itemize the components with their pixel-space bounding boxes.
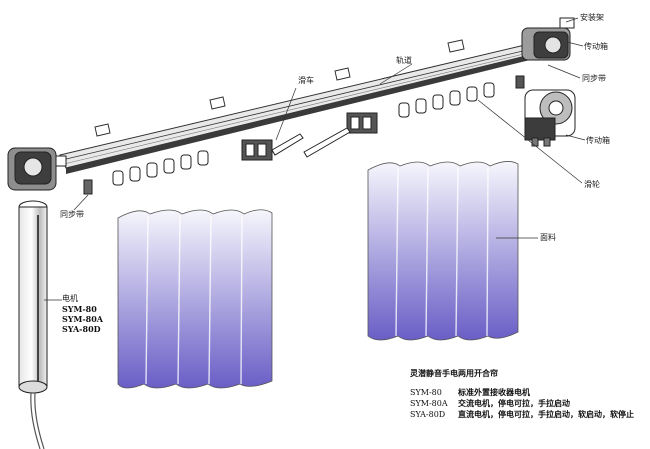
pulley-part bbox=[515, 75, 525, 89]
mounting-brackets bbox=[94, 39, 465, 137]
sync-belt-pulley bbox=[83, 179, 93, 195]
carriage-left bbox=[241, 139, 273, 161]
track-rail bbox=[59, 44, 531, 174]
caption-model: SYA-80D bbox=[410, 410, 446, 419]
label-motor: 电机 bbox=[62, 294, 78, 303]
label-gearbox-detail: 传动箱 bbox=[586, 136, 610, 145]
motor-tube bbox=[18, 200, 48, 449]
label-sync-belt-left: 同步带 bbox=[60, 210, 84, 219]
label-pulley: 滑轮 bbox=[584, 180, 600, 189]
caption-row: SYM-80 标准外置接收器电机 bbox=[410, 387, 645, 398]
gearbox-detail bbox=[524, 89, 576, 147]
runners-left bbox=[112, 150, 209, 186]
label-track: 轨道 bbox=[396, 56, 412, 65]
caption-model: SYM-80A bbox=[410, 399, 448, 408]
label-bracket: 安装架 bbox=[580, 13, 604, 22]
fabric-left bbox=[117, 209, 273, 389]
motor-model-3: SYA-80D bbox=[62, 324, 101, 334]
caption-model: SYM-80 bbox=[410, 388, 442, 397]
fabric-right bbox=[367, 161, 519, 341]
caption-row: SYM-80A 交流电机，停电可拉，手拉启动 bbox=[410, 398, 645, 409]
gearbox-left bbox=[7, 147, 67, 191]
product-caption: 灵潜静音手电两用开合帘 SYM-80 标准外置接收器电机 SYM-80A 交流电… bbox=[410, 368, 645, 420]
label-sync-belt-right: 同步带 bbox=[582, 74, 606, 83]
carriage-right bbox=[346, 112, 378, 134]
caption-row: SYA-80D 直流电机，停电可拉，手拉启动，软启动，软停止 bbox=[410, 409, 645, 420]
label-gearbox-right: 传动箱 bbox=[584, 42, 608, 51]
gearbox-right bbox=[521, 17, 575, 61]
motor-model-1: SYM-80 bbox=[62, 304, 97, 314]
caption-title: 灵潜静音手电两用开合帘 bbox=[410, 369, 498, 378]
runners-right bbox=[398, 82, 495, 118]
motor-model-2: SYM-80A bbox=[62, 314, 104, 324]
label-carriage: 滑车 bbox=[298, 76, 314, 85]
label-fabric: 面料 bbox=[540, 233, 556, 242]
caption-desc: 直流电机，停电可拉，手拉启动，软启动，软停止 bbox=[458, 410, 634, 419]
caption-desc: 交流电机，停电可拉，手拉启动 bbox=[458, 399, 570, 408]
caption-desc: 标准外置接收器电机 bbox=[458, 388, 530, 397]
